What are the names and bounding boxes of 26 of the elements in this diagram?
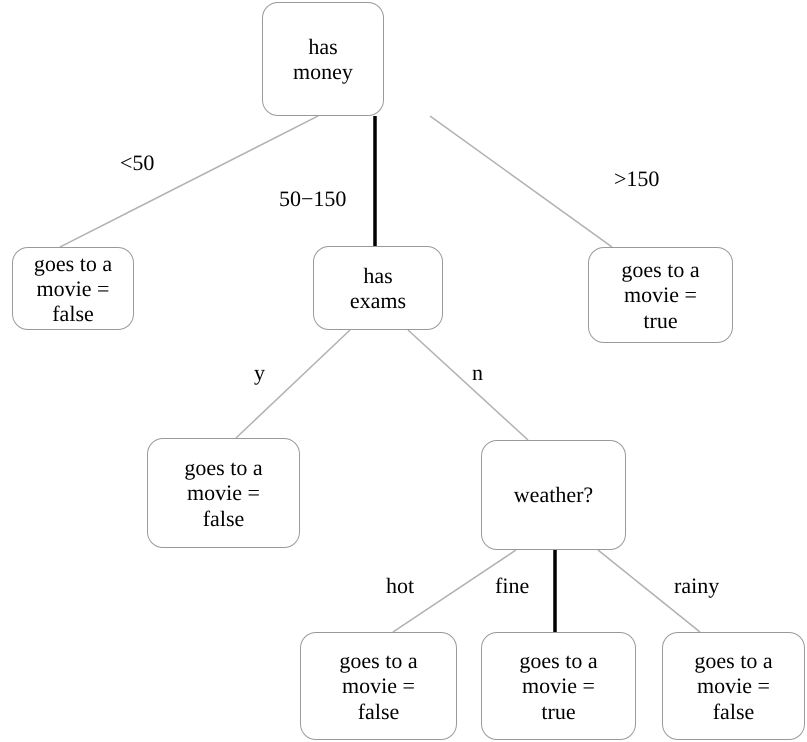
node-text: goes to a movie = false: [693, 648, 774, 724]
rounded-node-box: [662, 632, 805, 740]
connector-line: [408, 329, 528, 441]
node-text: goes to a movie = true: [518, 648, 599, 724]
connector-line: [430, 115, 612, 248]
connector-line: [553, 550, 557, 632]
rounded-node-box: [147, 438, 300, 548]
rounded-node-box: [300, 632, 457, 740]
connector-line: [60, 115, 318, 248]
rounded-node-box: [12, 247, 134, 330]
rounded-node-box: [481, 440, 626, 550]
node-text: goes to a movie = false: [32, 250, 114, 326]
node-text: has exams: [348, 262, 408, 314]
node-text: goes to a movie = true: [620, 257, 701, 333]
rounded-node-box: [313, 246, 443, 330]
connector-line: [598, 549, 700, 633]
connector-line: [373, 116, 377, 246]
node-text: goes to a movie = false: [338, 648, 419, 724]
node-text: goes to a movie = false: [183, 455, 264, 531]
rounded-node-box: [262, 2, 384, 116]
node-text: weather?: [514, 482, 594, 508]
rounded-node-box: [588, 247, 733, 343]
connector-line: [392, 549, 516, 633]
rounded-node-box: [481, 632, 636, 740]
node-text: has money: [292, 34, 354, 84]
connector-line: [235, 329, 351, 439]
